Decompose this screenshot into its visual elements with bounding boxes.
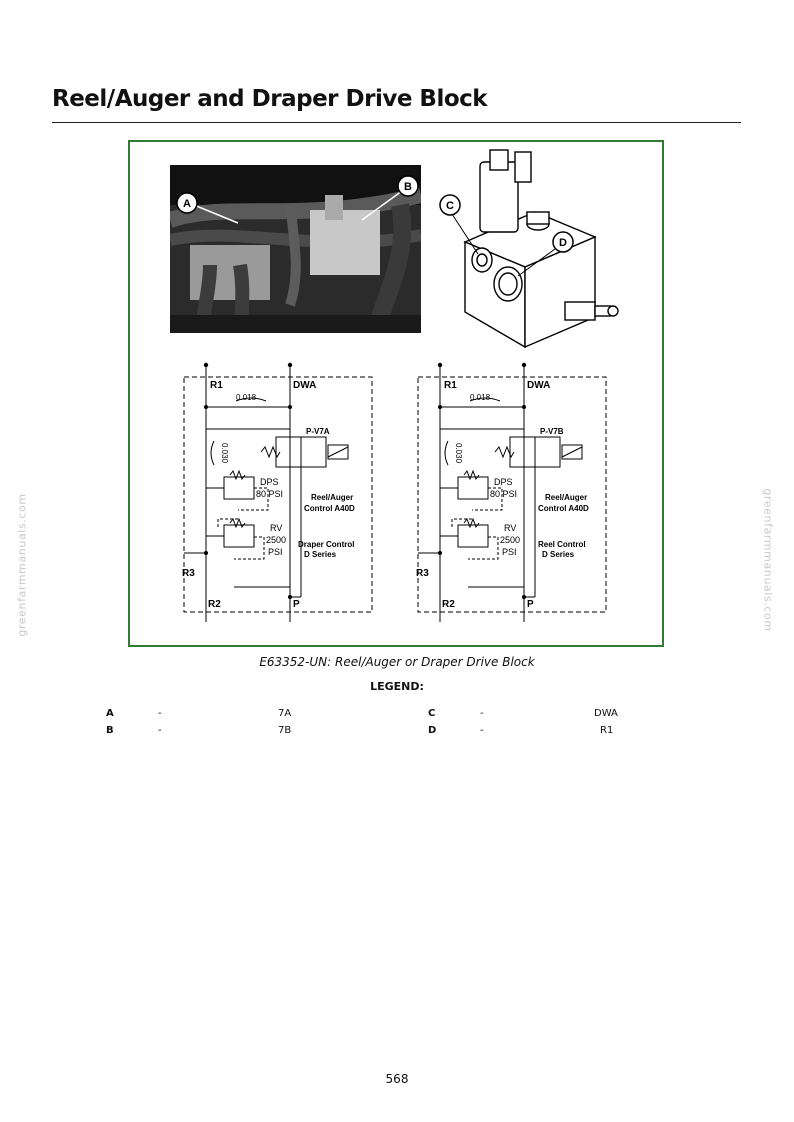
figure-frame: A B C D bbox=[128, 140, 664, 647]
schematic-a: R1 DWA 0.018 0.030 P-V7A DPS 80 PSI Reel… bbox=[182, 362, 373, 622]
ctrl-line3: Reel Control bbox=[538, 540, 586, 549]
port-p: P bbox=[293, 599, 300, 610]
title-rule bbox=[52, 122, 741, 123]
legend-value: DWA bbox=[594, 708, 618, 719]
ctrl-line1: Reel/Auger bbox=[545, 493, 587, 502]
page-title: Reel/Auger and Draper Drive Block bbox=[52, 86, 488, 112]
rv-psi: 2500 bbox=[500, 535, 520, 545]
dps-label: DPS bbox=[494, 477, 513, 487]
legend-title: LEGEND: bbox=[370, 680, 424, 693]
port-dwa: DWA bbox=[527, 380, 550, 391]
callout-c: C bbox=[446, 200, 454, 212]
ctrl-line2: Control A40D bbox=[304, 504, 355, 513]
iso-block-drawing: C D bbox=[439, 149, 619, 349]
rv-label: RV bbox=[504, 523, 516, 533]
orifice-2: 0.030 bbox=[454, 443, 463, 464]
valve-label: P-V7A bbox=[306, 427, 330, 436]
legend-value: 7B bbox=[278, 725, 292, 736]
ctrl-line1: Reel/Auger bbox=[311, 493, 353, 502]
legend-key: A bbox=[106, 708, 114, 719]
legend-key: D bbox=[428, 725, 437, 736]
orifice-1: 0.018 bbox=[470, 393, 491, 402]
ctrl-line4: D Series bbox=[304, 550, 337, 559]
port-r3: R3 bbox=[416, 568, 429, 579]
dps-psi: 80 PSI bbox=[256, 489, 283, 499]
callout-a: A bbox=[183, 198, 191, 210]
port-p: P bbox=[527, 599, 534, 610]
port-r2: R2 bbox=[208, 599, 221, 610]
legend-sep: - bbox=[480, 708, 484, 719]
ctrl-line3: Draper Control bbox=[298, 540, 354, 549]
callout-b: B bbox=[404, 181, 412, 193]
dps-label: DPS bbox=[260, 477, 279, 487]
watermark-right: greenfarmmanuals.com bbox=[761, 488, 775, 632]
legend-row: A - 7A C - DWA bbox=[0, 708, 794, 722]
valve-label: P-V7B bbox=[540, 427, 564, 436]
legend-key: C bbox=[428, 708, 436, 719]
figure-caption: E63352-UN: Reel/Auger or Draper Drive Bl… bbox=[259, 655, 535, 669]
rv-unit: PSI bbox=[268, 547, 283, 557]
callout-d: D bbox=[559, 237, 567, 249]
port-dwa: DWA bbox=[293, 380, 316, 391]
legend-row: B - 7B D - R1 bbox=[0, 725, 794, 739]
legend-sep: - bbox=[158, 708, 162, 719]
page-number: 568 bbox=[385, 1072, 409, 1086]
legend-key: B bbox=[106, 725, 114, 736]
legend-value: 7A bbox=[278, 708, 292, 719]
port-r2: R2 bbox=[442, 599, 455, 610]
orifice-2: 0.030 bbox=[220, 443, 229, 464]
rv-psi: 2500 bbox=[266, 535, 286, 545]
rv-label: RV bbox=[270, 523, 282, 533]
legend-sep: - bbox=[158, 725, 162, 736]
port-r3: R3 bbox=[182, 568, 195, 579]
port-r1: R1 bbox=[444, 380, 457, 391]
legend-sep: - bbox=[480, 725, 484, 736]
schematic-b: R1 DWA 0.018 0.030 P-V7B DPS 80 PSI Reel… bbox=[416, 362, 607, 622]
watermark-left: greenfarmmanuals.com bbox=[15, 493, 29, 637]
rv-unit: PSI bbox=[502, 547, 517, 557]
orifice-1: 0.018 bbox=[236, 393, 257, 402]
drive-block-photo: A B bbox=[170, 165, 421, 333]
ctrl-line4: D Series bbox=[542, 550, 575, 559]
legend-value: R1 bbox=[600, 725, 614, 736]
dps-psi: 80 PSI bbox=[490, 489, 517, 499]
port-r1: R1 bbox=[210, 380, 223, 391]
ctrl-line2: Control A40D bbox=[538, 504, 589, 513]
